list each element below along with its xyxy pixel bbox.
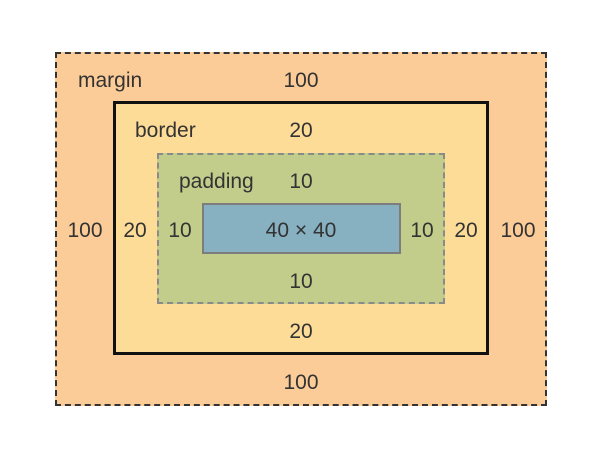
border-label: border xyxy=(135,119,196,142)
margin-right-value: 100 xyxy=(500,219,536,242)
padding-top-value: 10 xyxy=(289,170,313,193)
border-right-value: 20 xyxy=(454,219,478,242)
border-bottom-value: 20 xyxy=(289,320,313,343)
margin-left-value: 100 xyxy=(67,219,103,242)
margin-top-value: 100 xyxy=(283,69,319,92)
padding-label: padding xyxy=(179,170,254,193)
padding-bottom-value: 10 xyxy=(289,270,313,293)
content-box xyxy=(202,203,401,254)
margin-bottom-value: 100 xyxy=(283,371,319,394)
content-size-label: 40 × 40 xyxy=(265,219,337,242)
margin-label: margin xyxy=(78,69,143,92)
border-left-value: 20 xyxy=(123,219,147,242)
border-top-value: 20 xyxy=(289,119,313,142)
padding-left-value: 10 xyxy=(168,219,192,242)
padding-right-value: 10 xyxy=(410,219,434,242)
